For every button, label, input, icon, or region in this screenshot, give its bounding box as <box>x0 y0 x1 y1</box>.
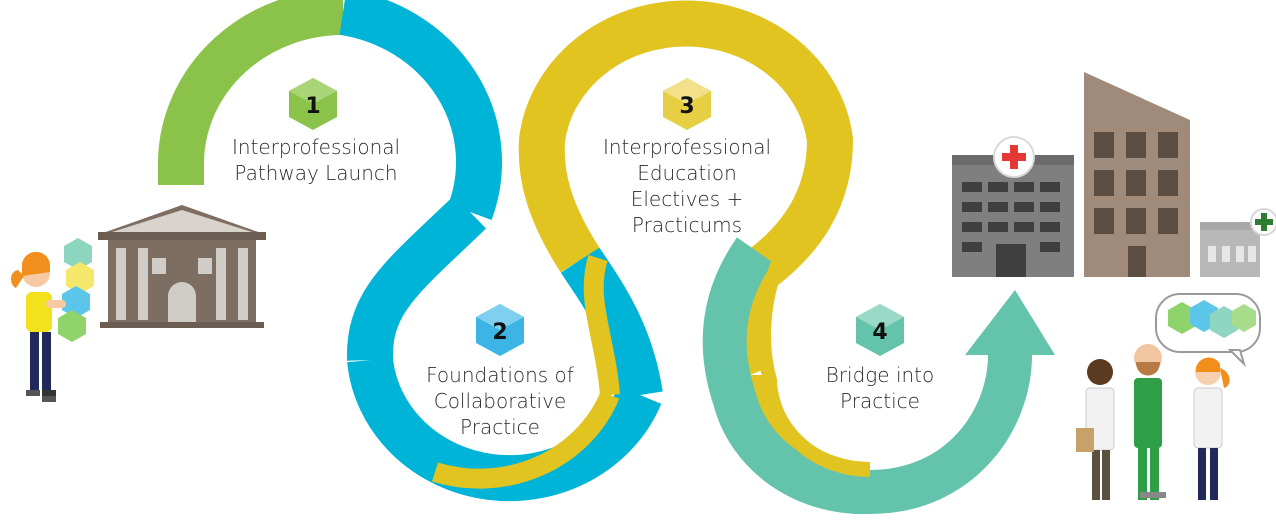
band-4 <box>702 237 1055 515</box>
step-2-line-3: Practice <box>460 415 540 439</box>
step-4-line-2: Practice <box>840 389 920 413</box>
step-4-label: Bridge into Practice <box>780 362 980 414</box>
step-number-4: 4 <box>872 320 887 345</box>
step-1-line-2: Pathway Launch <box>234 161 398 185</box>
step-number-1: 1 <box>305 94 320 119</box>
step-3-line-4: Practicums <box>631 213 743 237</box>
step-4-line-1: Bridge into <box>825 363 935 387</box>
step-number-3: 3 <box>679 94 694 119</box>
office-building-icon <box>1084 72 1190 277</box>
healthcare-team-icon <box>1076 344 1230 500</box>
band-2 <box>346 195 663 502</box>
step-3-line-2: Education <box>637 161 737 185</box>
university-building-icon <box>98 205 266 328</box>
step-number-2: 2 <box>492 320 507 345</box>
step-2-line-1: Foundations of <box>426 363 574 387</box>
step-3-line-3: Electives + <box>630 187 744 211</box>
step-1-label: Interprofessional Pathway Launch <box>206 134 426 186</box>
hexagon-4-icon: 4 <box>856 304 904 356</box>
hexagon-2-icon: 2 <box>476 304 524 356</box>
speech-bubble-icon <box>1155 293 1261 368</box>
step-3-label: Interprofessional Education Electives + … <box>577 134 797 238</box>
hospital-icon <box>952 136 1074 277</box>
hexagon-3-icon: 3 <box>663 78 711 130</box>
step-2-line-2: Collaborative <box>433 389 567 413</box>
step-1-line-1: Interprofessional <box>231 135 401 159</box>
step-3-line-1: Interprofessional <box>602 135 772 159</box>
band-1 <box>158 0 502 220</box>
arrow-head-icon <box>965 290 1055 355</box>
hexagon-1-icon: 1 <box>289 78 337 130</box>
step-2-label: Foundations of Collaborative Practice <box>400 362 600 440</box>
clinic-icon <box>1200 208 1276 277</box>
student-figure-icon <box>11 238 94 402</box>
